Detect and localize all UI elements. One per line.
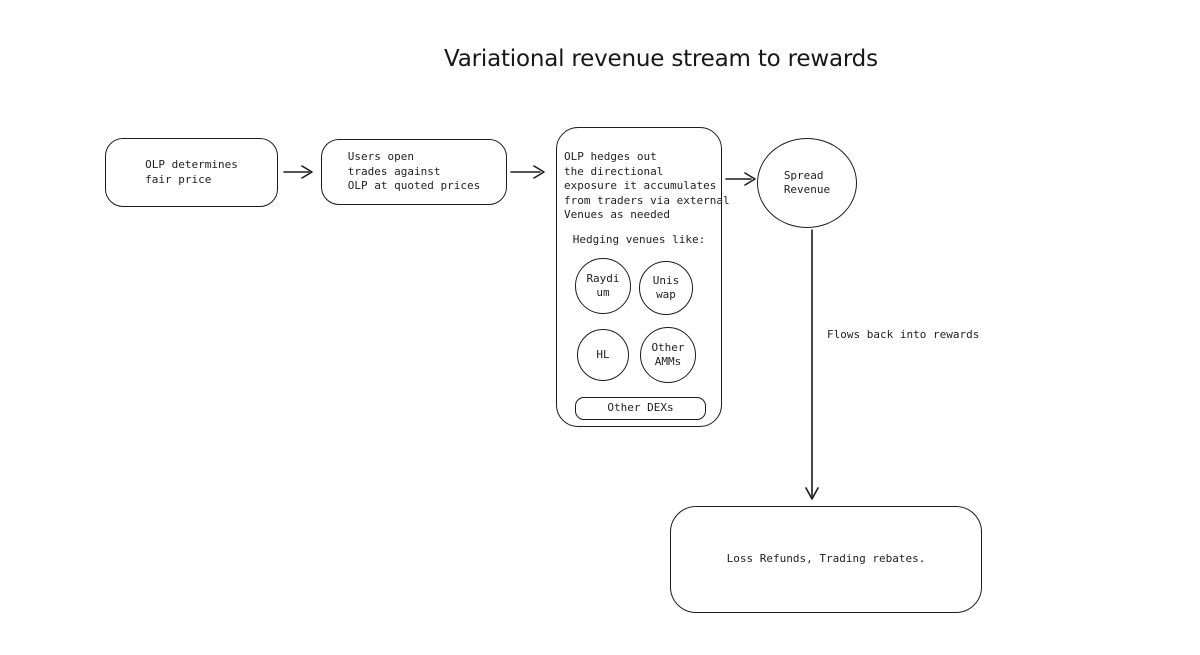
venue-circle-raydium: Raydi um xyxy=(575,258,631,314)
flow-box-text: OLP determines fair price xyxy=(145,158,238,187)
pill-label: Other DEXs xyxy=(607,401,674,415)
rewards-text: Loss Refunds, Trading rebates. xyxy=(726,552,926,566)
flow-box-text: Users open trades against OLP at quoted … xyxy=(348,150,480,194)
arrow-down-icon xyxy=(805,229,819,500)
spread-revenue-circle: Spread Revenue xyxy=(757,138,857,228)
rewards-box: Loss Refunds, Trading rebates. xyxy=(670,506,982,613)
hedge-venues-title: Hedging venues like: xyxy=(572,233,706,246)
arrow-right-icon xyxy=(725,172,756,186)
arrow-right-icon xyxy=(283,165,313,179)
text-line: Raydi xyxy=(586,271,620,285)
text-line: Spread xyxy=(783,168,824,182)
text-line: OLP at quoted prices xyxy=(347,179,481,193)
spread-revenue-label: Spread Revenue xyxy=(784,169,830,198)
flow-note-label: Flows back into rewards xyxy=(827,328,980,341)
text-line: HL xyxy=(596,347,610,361)
text-line: Venues as needed xyxy=(564,208,670,221)
text-line: Other xyxy=(651,340,685,354)
text-line: AMMs xyxy=(654,355,682,368)
text-line: exposure it accumulates xyxy=(564,179,717,192)
text-line: the directional xyxy=(564,164,664,178)
text-line: Users open xyxy=(347,150,414,164)
text-line: from traders via external xyxy=(564,193,730,207)
text-line: Unis xyxy=(652,273,680,287)
venue-circle-hl: HL xyxy=(577,329,629,381)
text-line: Revenue xyxy=(783,183,831,196)
text-line: OLP hedges out xyxy=(564,150,657,163)
text-line: fair price xyxy=(145,172,212,186)
venue-label: Unis wap xyxy=(653,274,680,303)
venue-circle-other-amms: Other AMMs xyxy=(640,327,696,383)
venue-label: Other AMMs xyxy=(651,341,684,370)
text-line: wap xyxy=(656,288,676,301)
text-line: OLP determines xyxy=(145,158,238,171)
venue-circle-uniswap: Unis wap xyxy=(639,261,693,315)
flow-box-olp-fair-price: OLP determines fair price xyxy=(105,138,278,207)
other-dexs-pill: Other DEXs xyxy=(575,397,706,420)
text-line: trades against xyxy=(347,164,441,178)
venue-label: Raydi um xyxy=(586,272,619,301)
hedge-description: OLP hedges out the directional exposure … xyxy=(564,150,730,223)
arrow-right-icon xyxy=(510,165,545,179)
page-title: Variational revenue stream to rewards xyxy=(444,46,878,72)
text-line: um xyxy=(596,286,610,299)
flow-box-user-trades: Users open trades against OLP at quoted … xyxy=(321,139,507,205)
venue-label: HL xyxy=(596,348,609,363)
